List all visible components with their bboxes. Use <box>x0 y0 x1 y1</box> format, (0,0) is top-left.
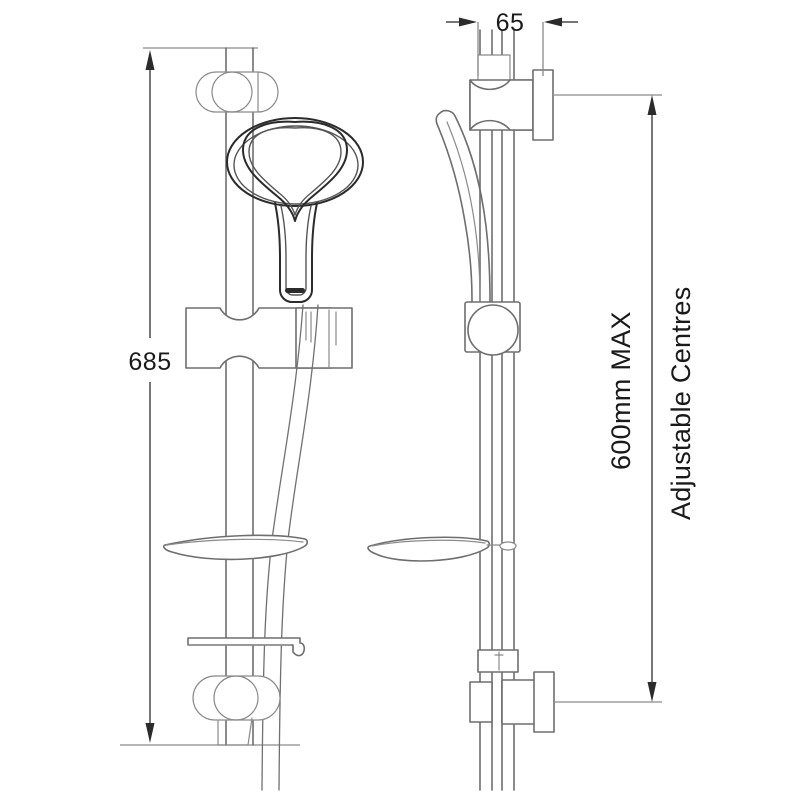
shower-handset-side <box>435 109 521 356</box>
top-wall-bracket-side <box>469 54 554 141</box>
arrowhead-left <box>544 17 562 27</box>
front-elevation-view <box>162 47 364 791</box>
dimension-685: 685 <box>120 47 300 746</box>
handset-connector-slot <box>285 288 305 293</box>
dimension-adjustable-centres: 600mm MAX Adjustable Centres <box>553 94 696 703</box>
dimension-685-label: 685 <box>128 348 171 376</box>
hose-retaining-hook-front <box>187 637 306 657</box>
arrowhead-right <box>459 17 477 27</box>
arrowhead-up-right <box>647 95 657 115</box>
dimension-65: 65 <box>446 9 578 76</box>
dimension-600mm-max-label: 600mm MAX <box>606 311 636 470</box>
rail-slider-bracket-front <box>185 307 353 369</box>
bottom-wall-bracket-side <box>469 671 555 733</box>
side-elevation-view <box>367 29 555 791</box>
soap-dish-side <box>367 536 517 562</box>
dimension-65-label: 65 <box>496 9 525 37</box>
bottom-wall-bracket-front <box>192 675 281 746</box>
arrowhead-up <box>145 50 155 70</box>
handset-slider-side <box>464 301 521 356</box>
slide-rail-front <box>225 47 254 746</box>
dimension-adjustable-centres-label: Adjustable Centres <box>666 286 696 520</box>
top-wall-bracket-front <box>195 71 279 113</box>
hose-clamp-side <box>477 649 519 673</box>
soap-dish-front <box>162 534 309 561</box>
arrowhead-down <box>145 723 155 743</box>
arrowhead-down-right <box>647 682 657 702</box>
shower-handset-front <box>226 117 364 303</box>
